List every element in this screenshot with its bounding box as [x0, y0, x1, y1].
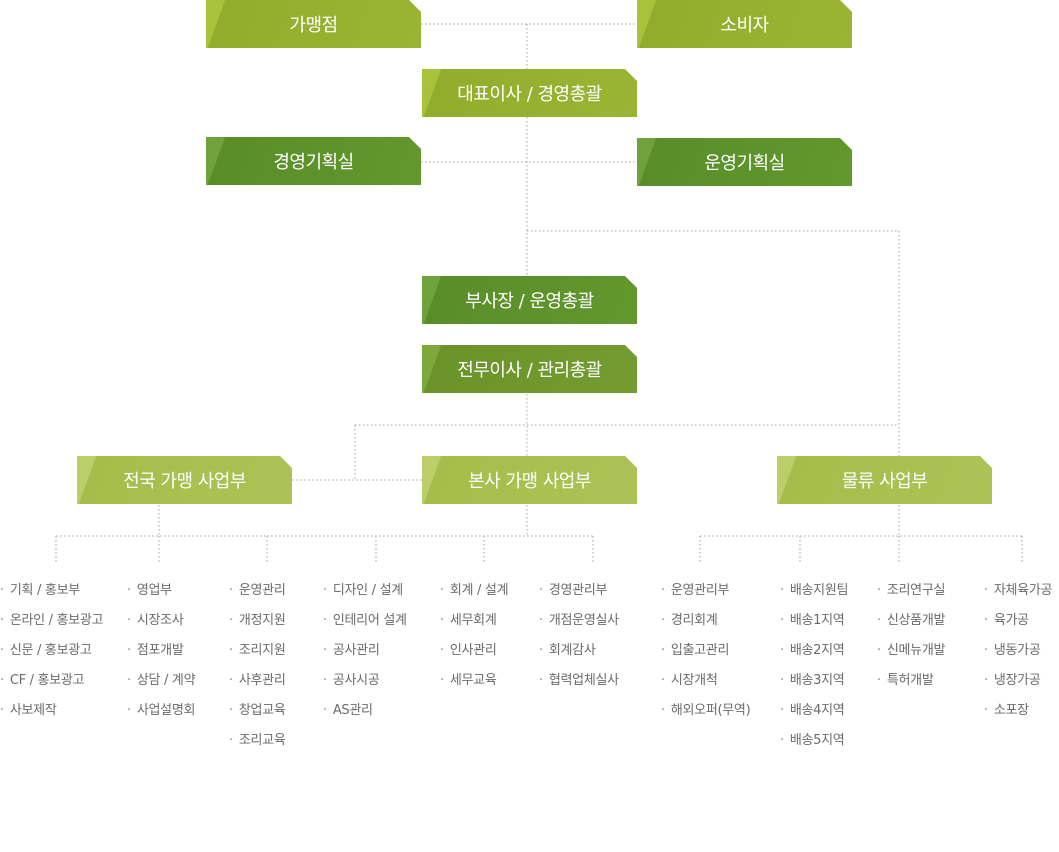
list-item: 개점운영실사	[539, 608, 619, 638]
list-item: 배송1지역	[780, 608, 848, 638]
consumer-label: 소비자	[720, 15, 769, 36]
dept-list-6: 경영관리부 개점운영실사 회계감사 협력업체실사	[539, 578, 619, 698]
dept-list-10: 자체육가공 육가공 냉동가공 냉장가공 소포장	[984, 578, 1053, 728]
list-item: 시장조사	[127, 608, 195, 638]
list-item: 사업설명회	[127, 698, 196, 728]
list-item: 사보제작	[0, 698, 103, 728]
list-item: 개정지원	[229, 608, 286, 638]
list-item: 디자인 / 설계	[323, 578, 407, 608]
mgmt-planning-label: 경영기획실	[273, 152, 354, 173]
list-item: 기획 / 홍보부	[0, 578, 103, 608]
list-item: 조리교육	[229, 728, 286, 758]
list-item: 운영관리부	[661, 578, 750, 608]
list-item: 신문 / 홍보광고	[0, 638, 103, 668]
list-item: 온라인 / 홍보광고	[0, 608, 104, 638]
list-item: 냉장가공	[984, 668, 1052, 698]
vp-box: 부사장 / 운영총괄	[422, 276, 637, 324]
ceo-label: 대표이사 / 경영총괄	[457, 84, 602, 105]
list-item: 육가공	[984, 608, 1052, 638]
list-item: 인사관리	[440, 638, 508, 668]
director-box: 전무이사 / 관리총괄	[422, 345, 637, 393]
list-item: 배송지원팀	[780, 578, 849, 608]
list-item: 소포장	[984, 698, 1052, 728]
vp-label: 부사장 / 운영총괄	[465, 291, 594, 312]
consumer-box: 소비자	[637, 0, 852, 48]
list-item: 배송2지역	[780, 638, 848, 668]
dept-list-7: 운영관리부 경리회계 입출고관리 시장개척 해외오퍼(무역)	[661, 578, 751, 728]
list-item: 신상품개발	[877, 608, 946, 638]
dept-list-9: 조리연구실 신상품개발 신메뉴개발 특허개발	[877, 578, 946, 698]
list-item: 냉동가공	[984, 638, 1052, 668]
dept-list-5: 회계 / 설계 세무회계 인사관리 세무교육	[440, 578, 509, 698]
dept-list-2: 영업부 시장조사 점포개발 상담 / 계약 사업설명회	[127, 578, 196, 728]
logistics-label: 물류 사업부	[841, 471, 928, 492]
list-item: 공사시공	[323, 668, 407, 698]
list-item: 사후관리	[229, 668, 286, 698]
franchise-label: 가맹점	[289, 15, 338, 36]
ops-planning-box: 운영기획실	[637, 138, 852, 186]
list-item: 상담 / 계약	[127, 668, 196, 698]
list-item: 조리연구실	[877, 578, 946, 608]
list-item: 시장개척	[661, 668, 750, 698]
dept-list-1: 기획 / 홍보부 온라인 / 홍보광고 신문 / 홍보광고 CF / 홍보광고 …	[0, 578, 104, 728]
list-item: 특허개발	[877, 668, 945, 698]
list-item: 점포개발	[127, 638, 195, 668]
list-item: 창업교육	[229, 698, 286, 728]
list-item: 협력업체실사	[539, 668, 619, 698]
list-item: 공사관리	[323, 638, 407, 668]
list-item: 경영관리부	[539, 578, 619, 608]
national-franchise-label: 전국 가맹 사업부	[123, 471, 246, 492]
list-item: 세무회계	[440, 608, 508, 638]
franchise-box: 가맹점	[206, 0, 421, 48]
ceo-box: 대표이사 / 경영총괄	[422, 69, 637, 117]
list-item: 배송3지역	[780, 668, 848, 698]
hq-franchise-label: 본사 가맹 사업부	[468, 471, 591, 492]
list-item: 회계 / 설계	[440, 578, 509, 608]
national-franchise-box: 전국 가맹 사업부	[77, 456, 292, 504]
list-item: 영업부	[127, 578, 195, 608]
dept-list-4: 디자인 / 설계 인테리어 설계 공사관리 공사시공 AS관리	[323, 578, 407, 728]
list-item: AS관리	[323, 698, 407, 728]
list-item: 경리회계	[661, 608, 750, 638]
list-item: 회계감사	[539, 638, 619, 668]
list-item: 배송5지역	[780, 728, 848, 758]
director-label: 전무이사 / 관리총괄	[457, 360, 602, 381]
list-item: 인테리어 설계	[323, 608, 407, 638]
list-item: 신메뉴개발	[877, 638, 946, 668]
list-item: 조리지원	[229, 638, 286, 668]
list-item: 자체육가공	[984, 578, 1053, 608]
ops-planning-label: 운영기획실	[704, 153, 785, 174]
hq-franchise-box: 본사 가맹 사업부	[422, 456, 637, 504]
dept-list-8: 배송지원팀 배송1지역 배송2지역 배송3지역 배송4지역 배송5지역	[780, 578, 849, 758]
list-item: 입출고관리	[661, 638, 750, 668]
list-item: CF / 홍보광고	[0, 668, 103, 698]
list-item: 배송4지역	[780, 698, 848, 728]
dept-list-3: 운영관리 개정지원 조리지원 사후관리 창업교육 조리교육	[229, 578, 286, 758]
list-item: 세무교육	[440, 668, 508, 698]
logistics-box: 물류 사업부	[777, 456, 992, 504]
list-item: 운영관리	[229, 578, 286, 608]
list-item: 해외오퍼(무역)	[661, 698, 751, 728]
mgmt-planning-box: 경영기획실	[206, 137, 421, 185]
